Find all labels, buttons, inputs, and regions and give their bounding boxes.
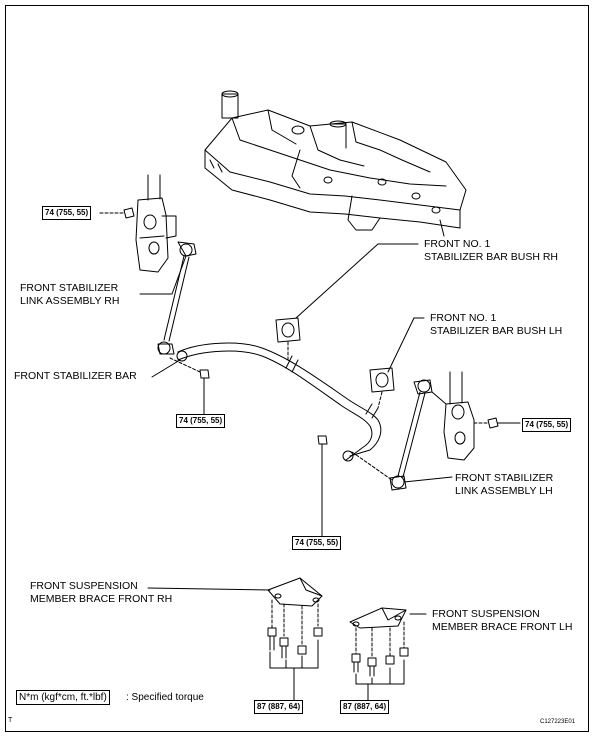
suspension-crossmember-illustration — [204, 90, 467, 237]
legend-units-key: N*m (kgf*cm, ft.*lbf) — [16, 690, 110, 705]
strut-bracket-rh — [135, 174, 177, 273]
torque-bar-lh-nut: 74 (755, 55) — [292, 536, 342, 550]
nut-lh-upper — [473, 417, 521, 429]
torque-link-rh-upper: 74 (755, 55) — [42, 206, 92, 220]
diagram-frame — [5, 5, 589, 732]
torque-link-lh-upper: 74 (755, 55) — [522, 418, 572, 432]
member-brace-lh — [349, 607, 409, 701]
stabilizer-bush-rh — [275, 317, 301, 361]
nut-rh-bar — [169, 357, 210, 379]
stabilizer-link-rh — [157, 241, 197, 355]
stabilizer-bar — [176, 342, 382, 462]
torque-bar-rh-nut: 74 (755, 55) — [176, 414, 226, 428]
member-brace-rh — [267, 577, 323, 701]
torque-brace-rh-bolts: 87 (887, 64) — [254, 700, 304, 714]
legend-description: : Specified torque — [126, 692, 204, 703]
corner-mark: T — [8, 717, 13, 724]
torque-brace-lh-bolts: 87 (887, 64) — [340, 700, 390, 714]
strut-bracket-lh — [431, 371, 475, 461]
nut-rh-upper — [99, 207, 135, 219]
stabilizer-bush-lh — [369, 367, 395, 409]
label-stabilizer-bar: FRONT STABILIZER BAR — [14, 370, 137, 382]
nut-lh-bar — [317, 435, 328, 445]
figure-code: C127223E01 — [540, 719, 576, 725]
leader-lines — [139, 243, 453, 615]
stabilizer-link-lh — [351, 379, 433, 491]
